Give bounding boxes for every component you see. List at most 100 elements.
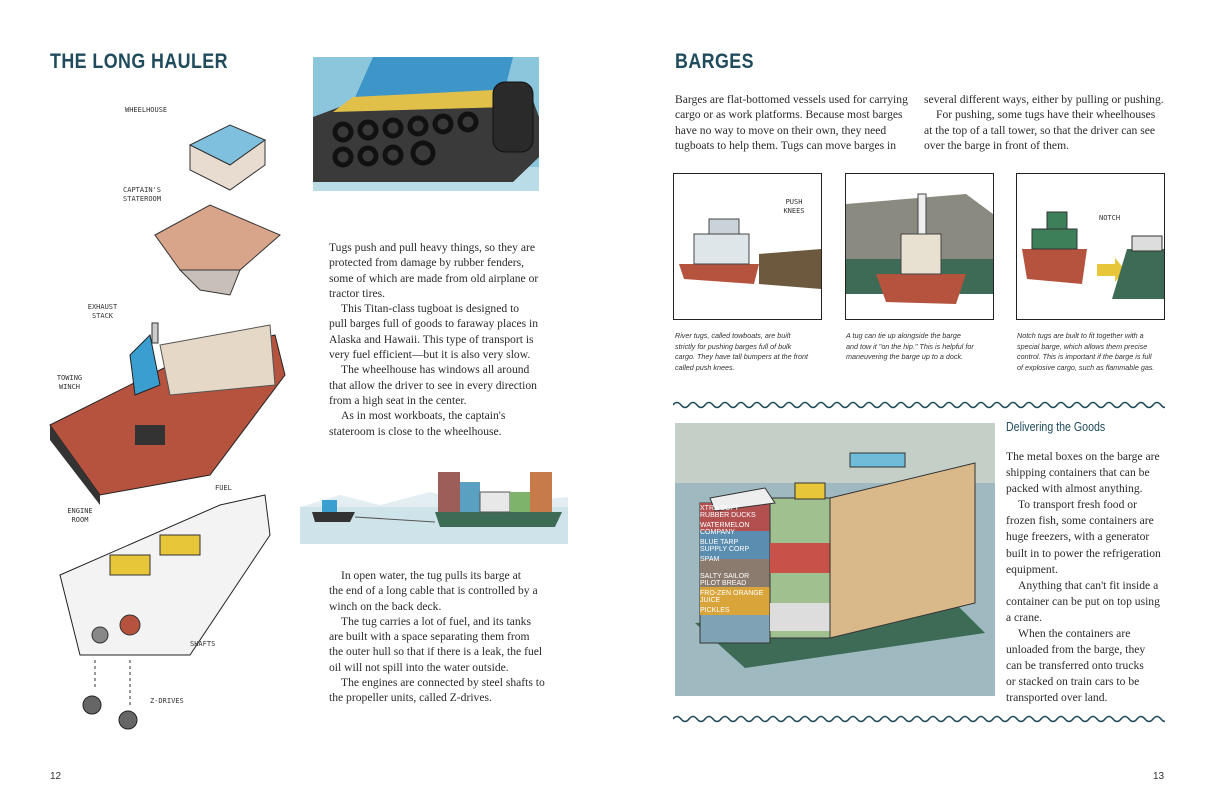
text-line: pull barges full of goods to faraway pla… <box>329 317 539 331</box>
text-line: built in to power the refrigeration <box>1006 546 1161 560</box>
caption-line: control. This is important if the barge … <box>1017 352 1152 361</box>
text-line: cargo or as work platforms. Because most… <box>675 108 903 122</box>
caption-line: strictly for pushing barges full of bulk <box>675 341 792 351</box>
notch-tug-illustration <box>1022 211 1164 299</box>
tug-fenders-illustration <box>313 57 539 191</box>
container-label: PICKLES <box>700 607 730 614</box>
text-line: unloaded from the barge, they <box>1006 643 1146 657</box>
page-title-right: BARGES <box>675 50 754 73</box>
text-line: The engines are connected by steel shaft… <box>341 676 545 690</box>
text-line: can be transferred onto trucks <box>1006 659 1144 673</box>
label-captains-stateroom: CAPTAIN'S STATEROOM <box>123 186 161 203</box>
text-line: The metal boxes on the barge are <box>1006 450 1160 463</box>
caption-line: cargo. They have tall bumpers at the fro… <box>675 352 809 361</box>
caption-line: maneuvering the barge up to a dock. <box>846 352 964 361</box>
text-line: are built with a space separating them f… <box>329 630 530 644</box>
label-shafts: SHAFTS <box>190 640 216 648</box>
intro-text-col-2: several different ways, either by pullin… <box>924 92 1164 153</box>
text-line: several different ways, either by pullin… <box>924 93 1164 106</box>
text-line: In open water, the tug pulls its barge a… <box>341 569 521 582</box>
caption-line: special barge, which allows them precise <box>1017 341 1148 351</box>
wavy-divider-top <box>673 401 1165 409</box>
container-label: BLUE TARP SUPPLY CORP <box>700 539 750 553</box>
panel-on-the-hip <box>845 173 994 320</box>
panel-notch: NOTCH <box>1016 173 1165 320</box>
text-line: huge freezers, with a generator <box>1006 530 1150 544</box>
text-line: Alaska and Hawaii. This type of transpor… <box>329 332 534 346</box>
tug-towing-barge-illustration <box>300 472 568 544</box>
text-line: tractor tires. <box>329 286 386 300</box>
text-line: over the barge in front of them. <box>924 138 1069 152</box>
container-label: SALTY SAILOR PILOT BREAD <box>700 573 750 587</box>
text-line: protected from damage by rubber fenders, <box>329 256 525 270</box>
caption-line: River tugs, called towboats, are built <box>675 331 791 340</box>
label-notch: NOTCH <box>1099 214 1121 222</box>
section-heading: Delivering the Goods <box>1006 420 1106 434</box>
panel-push-knees: PUSH KNEES <box>673 173 822 320</box>
container-label: SPAM <box>700 556 720 563</box>
page-number-left: 12 <box>50 771 62 782</box>
intro-text-col-1: Barges are flat-bottomed vessels used fo… <box>675 92 908 153</box>
caption-line: of explosive cargo, such as flammable ga… <box>1017 362 1155 372</box>
text-line: the end of a long cable that is controll… <box>329 584 538 598</box>
text-line: some of which are made from old airplane… <box>329 271 539 285</box>
text-line: The tug carries a lot of fuel, and its t… <box>341 614 531 628</box>
text-line: This Titan-class tugboat is designed to <box>341 302 520 316</box>
text-line: oil will not spill into the water outsid… <box>329 660 509 674</box>
text-line: have no way to move on their own, they n… <box>675 123 887 137</box>
body-text-tugs: Tugs push and pull heavy things, so they… <box>329 240 538 439</box>
label-towing-winch: TOWING WINCH <box>56 374 83 391</box>
label-z-drives: Z-DRIVES <box>150 697 184 705</box>
text-line: Anything that can't fit inside a <box>1018 578 1159 592</box>
text-line: equipment. <box>1006 562 1058 576</box>
text-line: the outer hull so that if there is a lea… <box>329 645 543 659</box>
container-label: WATERMELON COMPANY <box>700 522 750 536</box>
text-line: transported over land. <box>1006 691 1108 705</box>
label-fuel: FUEL <box>215 484 232 492</box>
text-line: shipping containers that can be <box>1006 466 1150 480</box>
wavy-divider-bottom <box>673 715 1165 723</box>
text-line: packed with almost anything. <box>1006 482 1143 496</box>
text-line: tugboats to help them. Tugs can move bar… <box>675 138 897 152</box>
text-line: When the containers are <box>1018 627 1131 641</box>
text-line: that allow the driver to see in every di… <box>329 378 537 392</box>
text-line: Tugs push and pull heavy things, so they… <box>329 241 535 254</box>
caption-line: and tow it "on the hip." This is helpful… <box>846 341 974 351</box>
label-exhaust-stack: EXHAUST STACK <box>87 303 118 320</box>
section-body-text: The metal boxes on the barge are shipping… <box>1006 449 1161 707</box>
text-line: at the top of a tall tower, so that the … <box>924 123 1156 137</box>
caption-line: A tug can tie up alongside the barge <box>846 331 961 340</box>
page-number-right: 13 <box>1153 771 1165 782</box>
text-line: Barges are flat-bottomed vessels used fo… <box>675 93 908 106</box>
towboat-illustration <box>679 218 821 289</box>
text-line: winch on the back deck. <box>329 599 442 613</box>
text-line: the propeller units, called Z-drives. <box>329 691 492 705</box>
page-title-left: THE LONG HAULER <box>50 50 228 73</box>
tugboat-cutaway-diagram <box>49 124 286 730</box>
label-wheelhouse: WHEELHOUSE <box>125 106 168 114</box>
text-line: a crane. <box>1006 610 1043 624</box>
container-label: FRO-ZEN ORANGE JUICE <box>700 590 764 604</box>
caption-line: Notch tugs are built to fit together wit… <box>1017 331 1144 340</box>
text-line: As in most workboats, the captain's <box>341 409 506 423</box>
text-line: The wheelhouse has windows all around <box>341 363 530 377</box>
text-line: from a high seat in the center. <box>329 393 467 407</box>
text-line: very fuel efficient—but it is also very … <box>329 348 531 362</box>
container-barge-illustration <box>675 423 995 696</box>
label-push-knees: PUSH KNEES <box>783 198 805 215</box>
body-text-towing: In open water, the tug pulls its barge a… <box>329 568 545 706</box>
text-line: or stacked on train cars to be <box>1006 675 1140 689</box>
caption-line: called push knees. <box>675 362 735 372</box>
container-label: XTRA SOFT RUBBER DUCKS <box>700 505 756 519</box>
text-line: frozen fish, some containers are <box>1006 514 1154 528</box>
caption-notch: Notch tugs are built to fit together wit… <box>1017 331 1154 373</box>
label-engine-room: ENGINE ROOM <box>67 507 93 524</box>
container-label-list: XTRA SOFT RUBBER DUCKS WATERMELON COMPANY… <box>700 505 765 624</box>
text-line: To transport fresh food or <box>1018 498 1137 512</box>
text-line: For pushing, some tugs have their wheelh… <box>936 108 1156 122</box>
text-line: container can be put on top using <box>1006 594 1160 608</box>
tug-on-hip-illustration <box>846 193 993 304</box>
